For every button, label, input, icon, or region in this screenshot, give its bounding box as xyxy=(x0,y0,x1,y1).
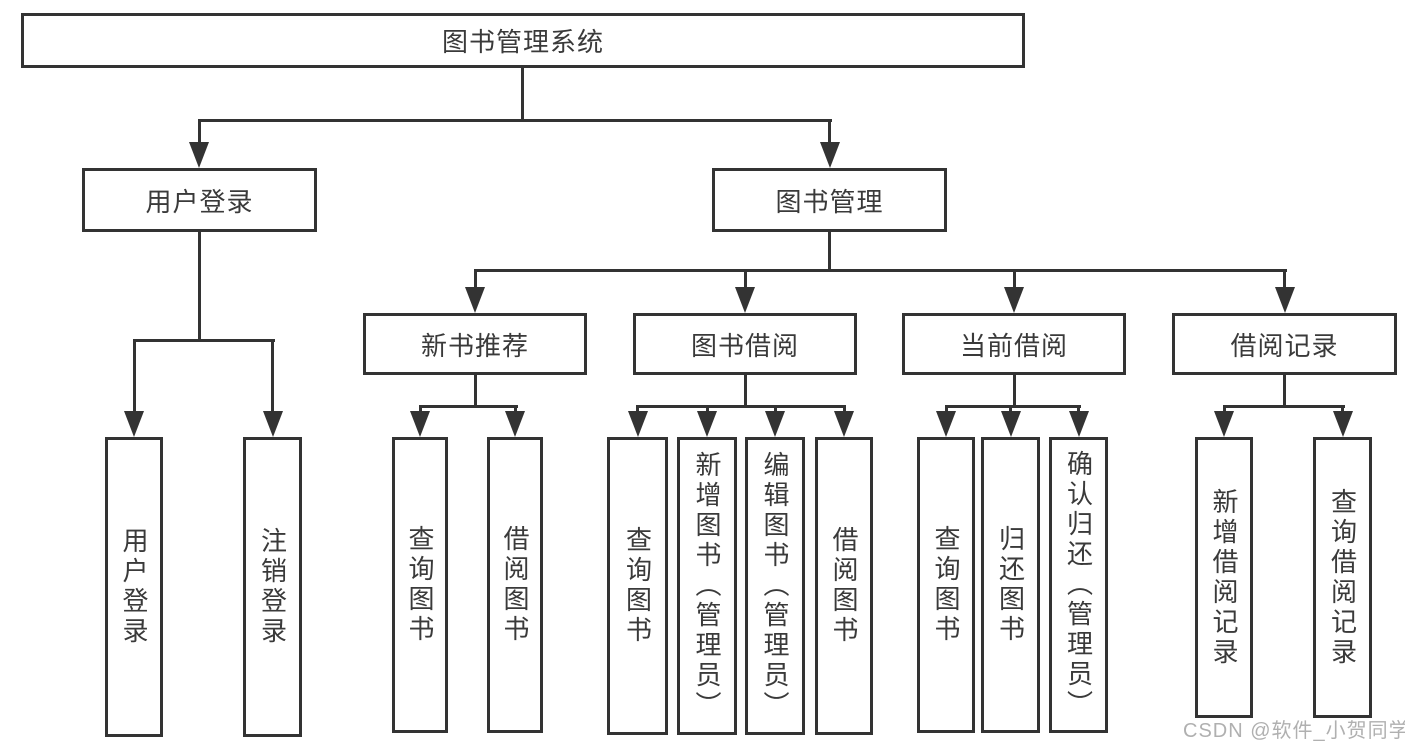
connector-line xyxy=(1283,269,1286,291)
node-root-library-system: 图书管理系统 xyxy=(21,13,1025,68)
leaf-confirm-return-admin: 确认归还（管理员） xyxy=(1049,437,1108,733)
leaf-borrow-books-1: 借阅图书 xyxy=(487,437,543,733)
leaf-add-books-admin: 新增图书（管理员） xyxy=(677,437,737,735)
node-label: 图书管理 xyxy=(775,186,884,217)
connector-line xyxy=(520,68,524,122)
arrow-down-icon xyxy=(765,411,785,437)
node-label: 用户登录 xyxy=(145,186,254,217)
leaf-label: 查询借阅记录 xyxy=(1327,487,1358,668)
node-label: 图书管理系统 xyxy=(441,27,604,57)
node-user-login: 用户登录 xyxy=(82,168,317,232)
node-book-management: 图书管理 xyxy=(712,168,947,232)
connector-line xyxy=(1283,375,1286,408)
arrow-down-icon xyxy=(1332,411,1353,437)
arrow-down-icon xyxy=(1214,411,1234,437)
arrow-down-icon xyxy=(189,142,209,168)
leaf-label: 编辑图书（管理员） xyxy=(760,451,790,721)
connector-line xyxy=(418,405,518,408)
leaf-label: 归还图书 xyxy=(995,525,1026,645)
node-current-borrowing: 当前借阅 xyxy=(902,313,1126,375)
node-borrowing-records: 借阅记录 xyxy=(1172,313,1397,375)
arrow-down-icon xyxy=(819,142,840,168)
arrow-down-icon xyxy=(1004,287,1024,313)
arrow-down-icon xyxy=(465,287,485,313)
leaf-logout: 注销登录 xyxy=(243,437,302,737)
connector-line xyxy=(828,232,831,272)
connector-line xyxy=(473,375,477,408)
node-label: 新书推荐 xyxy=(420,330,529,361)
node-book-borrowing: 图书借阅 xyxy=(633,313,857,375)
csdn-watermark: CSDN @软件_小贺同学 xyxy=(1183,720,1405,742)
connector-line xyxy=(473,269,477,291)
node-label: 当前借阅 xyxy=(959,330,1068,361)
arrow-down-icon xyxy=(697,411,717,437)
arrow-down-icon xyxy=(936,411,956,437)
connector-line xyxy=(132,339,275,342)
connector-line xyxy=(1012,375,1016,408)
leaf-add-borrow-record: 新增借阅记录 xyxy=(1195,437,1253,718)
leaf-query-books-3: 查询图书 xyxy=(917,437,975,733)
leaf-label: 新增借阅记录 xyxy=(1209,487,1239,668)
leaf-label: 借阅图书 xyxy=(500,525,530,645)
leaf-label: 查询图书 xyxy=(405,525,435,645)
connector-line xyxy=(197,119,832,122)
leaf-query-borrow-record: 查询借阅记录 xyxy=(1313,437,1372,718)
connector-line xyxy=(1222,405,1345,408)
leaf-edit-books-admin: 编辑图书（管理员） xyxy=(745,437,805,735)
arrow-down-icon xyxy=(505,411,525,437)
arrow-down-icon xyxy=(1000,411,1021,437)
connector-line xyxy=(132,339,136,415)
connector-line xyxy=(743,269,747,291)
leaf-user-login: 用户登录 xyxy=(105,437,163,737)
connector-line xyxy=(743,375,747,408)
node-label: 借阅记录 xyxy=(1230,330,1339,361)
leaf-label: 新增图书（管理员） xyxy=(692,451,722,721)
connector-line xyxy=(1012,269,1016,291)
arrow-down-icon xyxy=(834,411,854,437)
arrow-down-icon xyxy=(1274,287,1295,313)
node-new-book-recommend: 新书推荐 xyxy=(363,313,587,375)
connector-line xyxy=(828,119,831,149)
connector-line xyxy=(636,405,846,408)
leaf-label: 注销登录 xyxy=(257,527,288,647)
arrow-down-icon xyxy=(262,411,283,437)
arrow-down-icon xyxy=(1068,411,1089,437)
connector-line xyxy=(473,269,1287,272)
leaf-label: 查询图书 xyxy=(931,525,961,645)
arrow-down-icon xyxy=(410,411,430,437)
leaf-query-books-1: 查询图书 xyxy=(392,437,448,733)
leaf-label: 查询图书 xyxy=(622,526,653,646)
arrow-down-icon xyxy=(735,287,755,313)
leaf-query-books-2: 查询图书 xyxy=(607,437,668,735)
leaf-label: 确认归还（管理员） xyxy=(1063,450,1094,720)
leaf-return-books: 归还图书 xyxy=(981,437,1040,733)
leaf-label: 用户登录 xyxy=(119,527,149,647)
connector-line xyxy=(944,405,1081,408)
node-label: 图书借阅 xyxy=(690,330,799,361)
arrow-down-icon xyxy=(627,411,648,437)
connector-line xyxy=(271,339,274,415)
leaf-borrow-books-2: 借阅图书 xyxy=(815,437,873,735)
leaf-label: 借阅图书 xyxy=(829,526,859,646)
connector-line xyxy=(197,119,201,149)
connector-line xyxy=(198,232,201,342)
arrow-down-icon xyxy=(124,411,144,437)
